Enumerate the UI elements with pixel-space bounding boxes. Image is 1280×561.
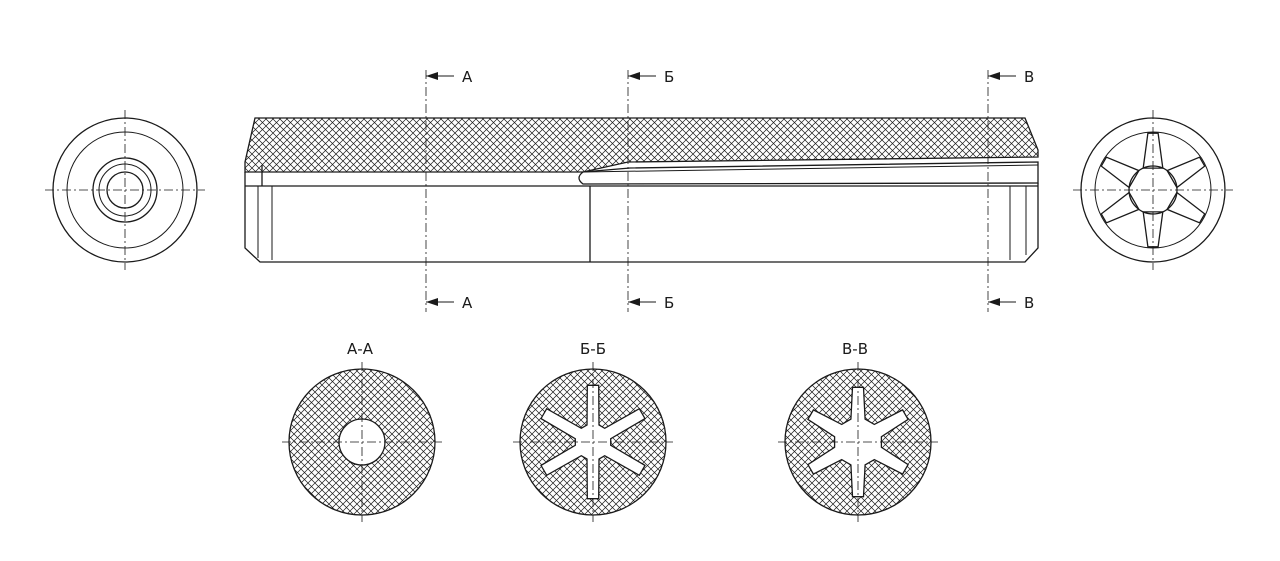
section-v-label-top: В <box>1024 68 1034 86</box>
section-view-v-v: В-В <box>778 340 938 522</box>
section-markers: А А Б Б В В <box>426 68 1034 312</box>
fin <box>1100 156 1140 189</box>
section-b-b-title: Б-Б <box>580 340 606 358</box>
fin <box>1166 156 1206 189</box>
section-b-label-top: Б <box>664 68 674 86</box>
body-outline <box>244 172 1039 263</box>
left-end-view <box>45 110 205 270</box>
side-view <box>244 70 1039 312</box>
fin <box>1166 191 1206 224</box>
slot <box>578 161 1039 185</box>
section-a-a-title: А-А <box>347 340 374 358</box>
fin <box>1142 132 1164 169</box>
section-a-label-top: А <box>462 68 473 86</box>
section-view-a-a: А-А <box>282 340 442 522</box>
fin <box>1142 211 1164 248</box>
section-view-b-b: Б-Б <box>513 340 673 522</box>
section-a-label-bottom: А <box>462 294 473 312</box>
fin <box>1100 191 1140 224</box>
section-b-label-bottom: Б <box>664 294 674 312</box>
section-v-v-title: В-В <box>842 340 868 358</box>
right-end-view <box>1073 110 1233 270</box>
section-v-label-bottom: В <box>1024 294 1034 312</box>
